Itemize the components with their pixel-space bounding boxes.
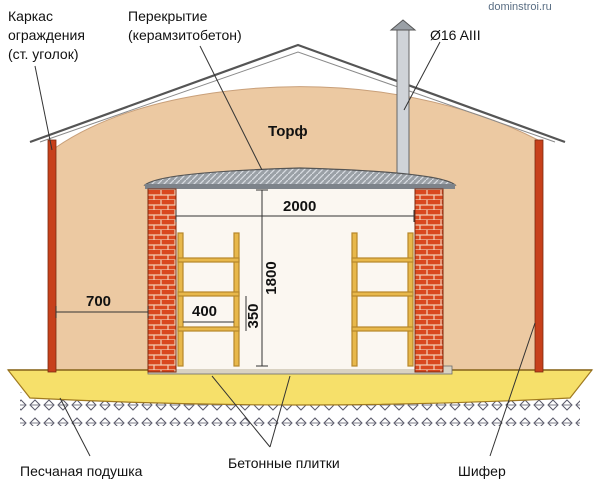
brick-wall-right: [414, 188, 444, 373]
dim-side-gap: 700: [86, 293, 111, 310]
shelf-rack-right: [351, 232, 414, 367]
frame-label-line2: ограждения: [8, 27, 85, 43]
cellar-interior: [175, 189, 425, 369]
slab-label-line2: (керамзитобетон): [128, 27, 242, 43]
concrete-tiles-label: Бетонные плитки: [228, 455, 340, 471]
slab-edge: [145, 184, 455, 189]
gable-roof-inner: [39, 51, 556, 143]
sand-cushion: [6, 369, 594, 406]
dim-height: 1800: [263, 261, 280, 294]
leader-lines: [34, 41, 536, 457]
slab-label-line1: Перекрытие: [128, 8, 208, 24]
frame-label-line1: Каркас: [8, 8, 53, 24]
frame-post-left: [47, 139, 57, 373]
dimension-lines: [55, 189, 415, 367]
vent-cap: [389, 19, 417, 31]
slate-label: Шифер: [458, 463, 506, 479]
shelf-rack-left: [177, 232, 240, 367]
dim-shelf-width: 400: [192, 303, 217, 320]
gable-roof: [29, 43, 566, 144]
watermark: dominstroi.ru: [488, 1, 552, 13]
peat-label: Торф: [268, 123, 308, 140]
frame-post-right: [534, 139, 544, 373]
rebar-label: Ø16 AIII: [430, 27, 481, 43]
dim-inner-width: 2000: [283, 198, 316, 215]
sand-cushion-label: Песчаная подушка: [20, 463, 143, 479]
frame-label-line3: (ст. уголок): [8, 46, 78, 62]
brick-wall-left: [147, 188, 177, 373]
cellar-slab: [143, 167, 457, 186]
dim-shelf-pitch: 350: [245, 303, 262, 328]
